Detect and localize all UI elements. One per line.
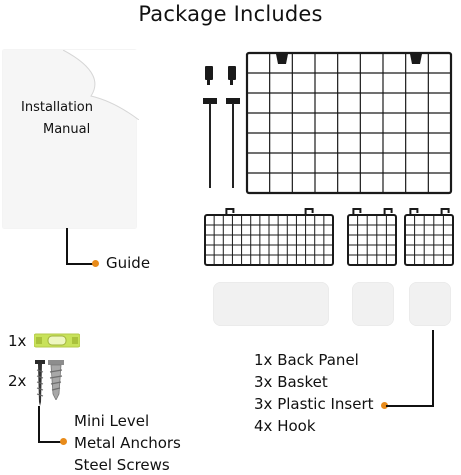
basket-small (404, 208, 454, 266)
steel-screw-icon (35, 360, 45, 406)
hardware-leader-vertical (38, 406, 40, 442)
hardware-leader-horizontal (38, 441, 62, 443)
hardware-dot (60, 438, 67, 445)
content-label-plastic-insert: 3x Plastic Insert (254, 395, 374, 413)
content-label-basket: 3x Basket (254, 373, 328, 391)
manual-title-line2: Manual (43, 122, 91, 137)
installation-manual: Installation Manual (3, 50, 139, 228)
plastic-insert-small (352, 282, 394, 326)
basket-small (347, 208, 397, 266)
zip-tie-icon (203, 98, 217, 188)
zip-tie-icon (226, 98, 240, 188)
guide-leader-horizontal (66, 263, 94, 265)
content-label-back-panel: 1x Back Panel (254, 351, 359, 369)
hook-icon (228, 66, 236, 85)
page-title: Package Includes (138, 2, 323, 26)
manual-title-line1: Installation (21, 100, 94, 115)
anchor-quantity: 2x (8, 372, 27, 390)
hardware-label-mini-level: Mini Level (74, 412, 150, 430)
guide-dot (92, 260, 99, 267)
guide-leader-vertical (66, 228, 68, 264)
plastic-insert-small (409, 282, 451, 326)
plastic-insert-large (213, 282, 329, 326)
content-label-hook: 4x Hook (254, 417, 316, 435)
contents-dot (381, 402, 388, 409)
page-curl-icon (63, 50, 139, 120)
hook-icon (205, 66, 213, 85)
hardware-label-metal-anchors: Metal Anchors (74, 434, 181, 452)
metal-anchor-icon (48, 360, 64, 400)
back-panel-grid (245, 51, 453, 195)
contents-leader-horizontal (386, 405, 434, 407)
hardware-label-steel-screws: Steel Screws (74, 456, 170, 474)
level-quantity: 1x (8, 332, 27, 350)
basket-large (204, 208, 334, 266)
contents-leader-vertical (432, 330, 434, 407)
mini-level-icon (34, 333, 80, 348)
guide-label: Guide (106, 254, 151, 272)
